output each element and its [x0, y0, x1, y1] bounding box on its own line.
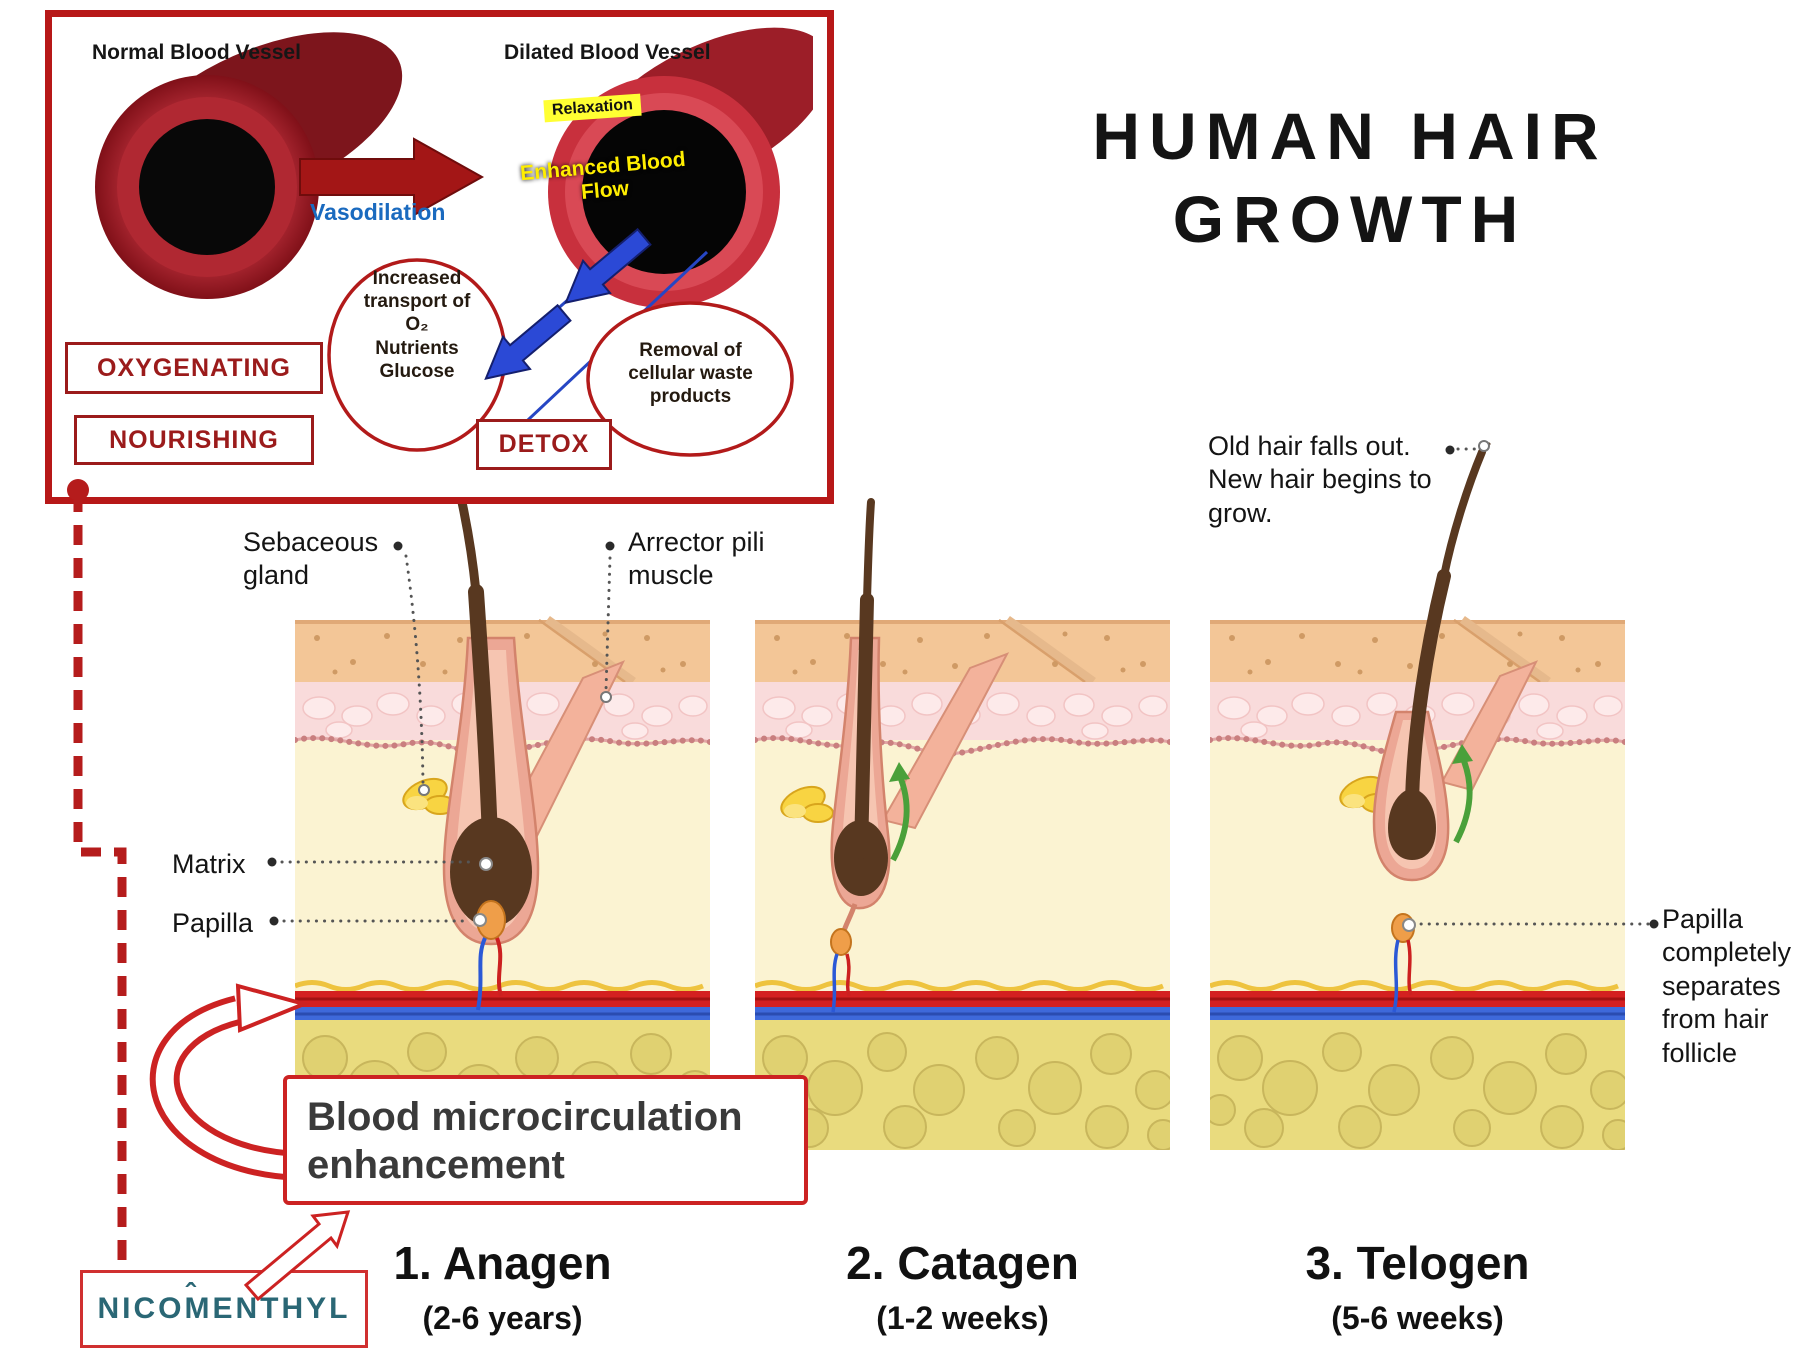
- hair-shaft: [1405, 569, 1451, 807]
- logo-caret: ˆ: [185, 1278, 199, 1311]
- arrector-pili-muscle: [881, 652, 1010, 830]
- stage-anagen-duration: (2-6 years): [422, 1300, 583, 1336]
- papilla-label: Papilla: [172, 908, 254, 938]
- arrector-leader-line: [604, 556, 612, 692]
- papilla: [476, 900, 506, 940]
- vein: [476, 937, 487, 1011]
- artery: [1406, 939, 1413, 996]
- hair-shaft: [854, 593, 874, 859]
- vessel-illustration: [95, 27, 813, 457]
- dilated-vessel-label: Dilated Blood Vessel: [504, 41, 711, 64]
- normal-vessel-label: Normal Blood Vessel: [92, 41, 301, 64]
- club-hair-bulb: [1388, 788, 1436, 860]
- normal-vessel-lumen: [139, 119, 275, 255]
- artery: [495, 937, 503, 997]
- follicle-sheath: [1372, 710, 1450, 882]
- upward-green-arrow-icon: [889, 762, 910, 860]
- title-line-2: GROWTH: [1172, 181, 1528, 256]
- vasodilation-arrow-icon: [299, 137, 485, 217]
- matrix-label: Matrix: [172, 849, 246, 879]
- detox-chip: DETOX: [476, 419, 612, 470]
- hair-bulb: [834, 820, 888, 896]
- sebaceous-gland: [775, 779, 834, 825]
- stage-catagen-name: 2. Catagen: [846, 1237, 1079, 1289]
- transport-text: Increased transport of O₂ Nutrients Gluc…: [363, 268, 471, 382]
- vasodilation-diagram: Normal Blood Vessel Dilated Blood Vessel…: [45, 10, 834, 504]
- stage-telogen-duration: (5-6 weeks): [1331, 1300, 1504, 1336]
- papilla-separates-label: Papilla completely separates from hair f…: [1662, 904, 1792, 1068]
- sebaceous-gland: [397, 771, 456, 817]
- stage-catagen-duration: (1-2 weeks): [876, 1300, 1049, 1336]
- follicle-sheath: [442, 636, 540, 946]
- vein: [1392, 939, 1400, 1013]
- stage-telogen-name: 3. Telogen: [1305, 1237, 1530, 1289]
- hair-shaft: [468, 584, 499, 876]
- arrector-pili-label: Arrector pili muscle: [628, 527, 765, 591]
- hair-bulb: [450, 817, 532, 927]
- oxygenating-chip: OXYGENATING: [65, 342, 323, 394]
- dashed-red-connector: [73, 492, 127, 1266]
- nourishing-chip: NOURISHING: [74, 415, 314, 465]
- removal-text: Removal of cellular waste products: [628, 340, 753, 408]
- removal-circle: [586, 301, 794, 457]
- sebaceous-leader-line: [404, 554, 425, 785]
- separated-papilla: [1391, 913, 1415, 943]
- artery: [845, 953, 851, 997]
- sebaceous-gland-label: Sebaceous gland: [243, 527, 379, 591]
- arrector-pili-muscle: [499, 660, 626, 842]
- papilla: [830, 928, 852, 956]
- blood-microcirculation-box: Blood microcirculation enhancement: [283, 1075, 808, 1205]
- arrector-pili-muscle: [1440, 660, 1539, 792]
- vein: [831, 953, 839, 1013]
- old-hair-label: Old hair falls out. New hair begins to g…: [1208, 431, 1432, 528]
- upward-green-arrow-icon: [1452, 744, 1473, 842]
- vasodilation-label: Vasodilation: [310, 199, 446, 225]
- follicle-sheath: [830, 636, 891, 910]
- page-title: HUMAN HAIR GROWTH: [1020, 95, 1680, 260]
- microcirculation-arrow-icon: [149, 995, 301, 1181]
- stage-anagen-name: 1. Anagen: [393, 1237, 612, 1289]
- sebaceous-gland: [1334, 769, 1393, 815]
- dilated-vessel-lumen: [582, 110, 746, 274]
- title-line-1: HUMAN HAIR: [1092, 99, 1608, 173]
